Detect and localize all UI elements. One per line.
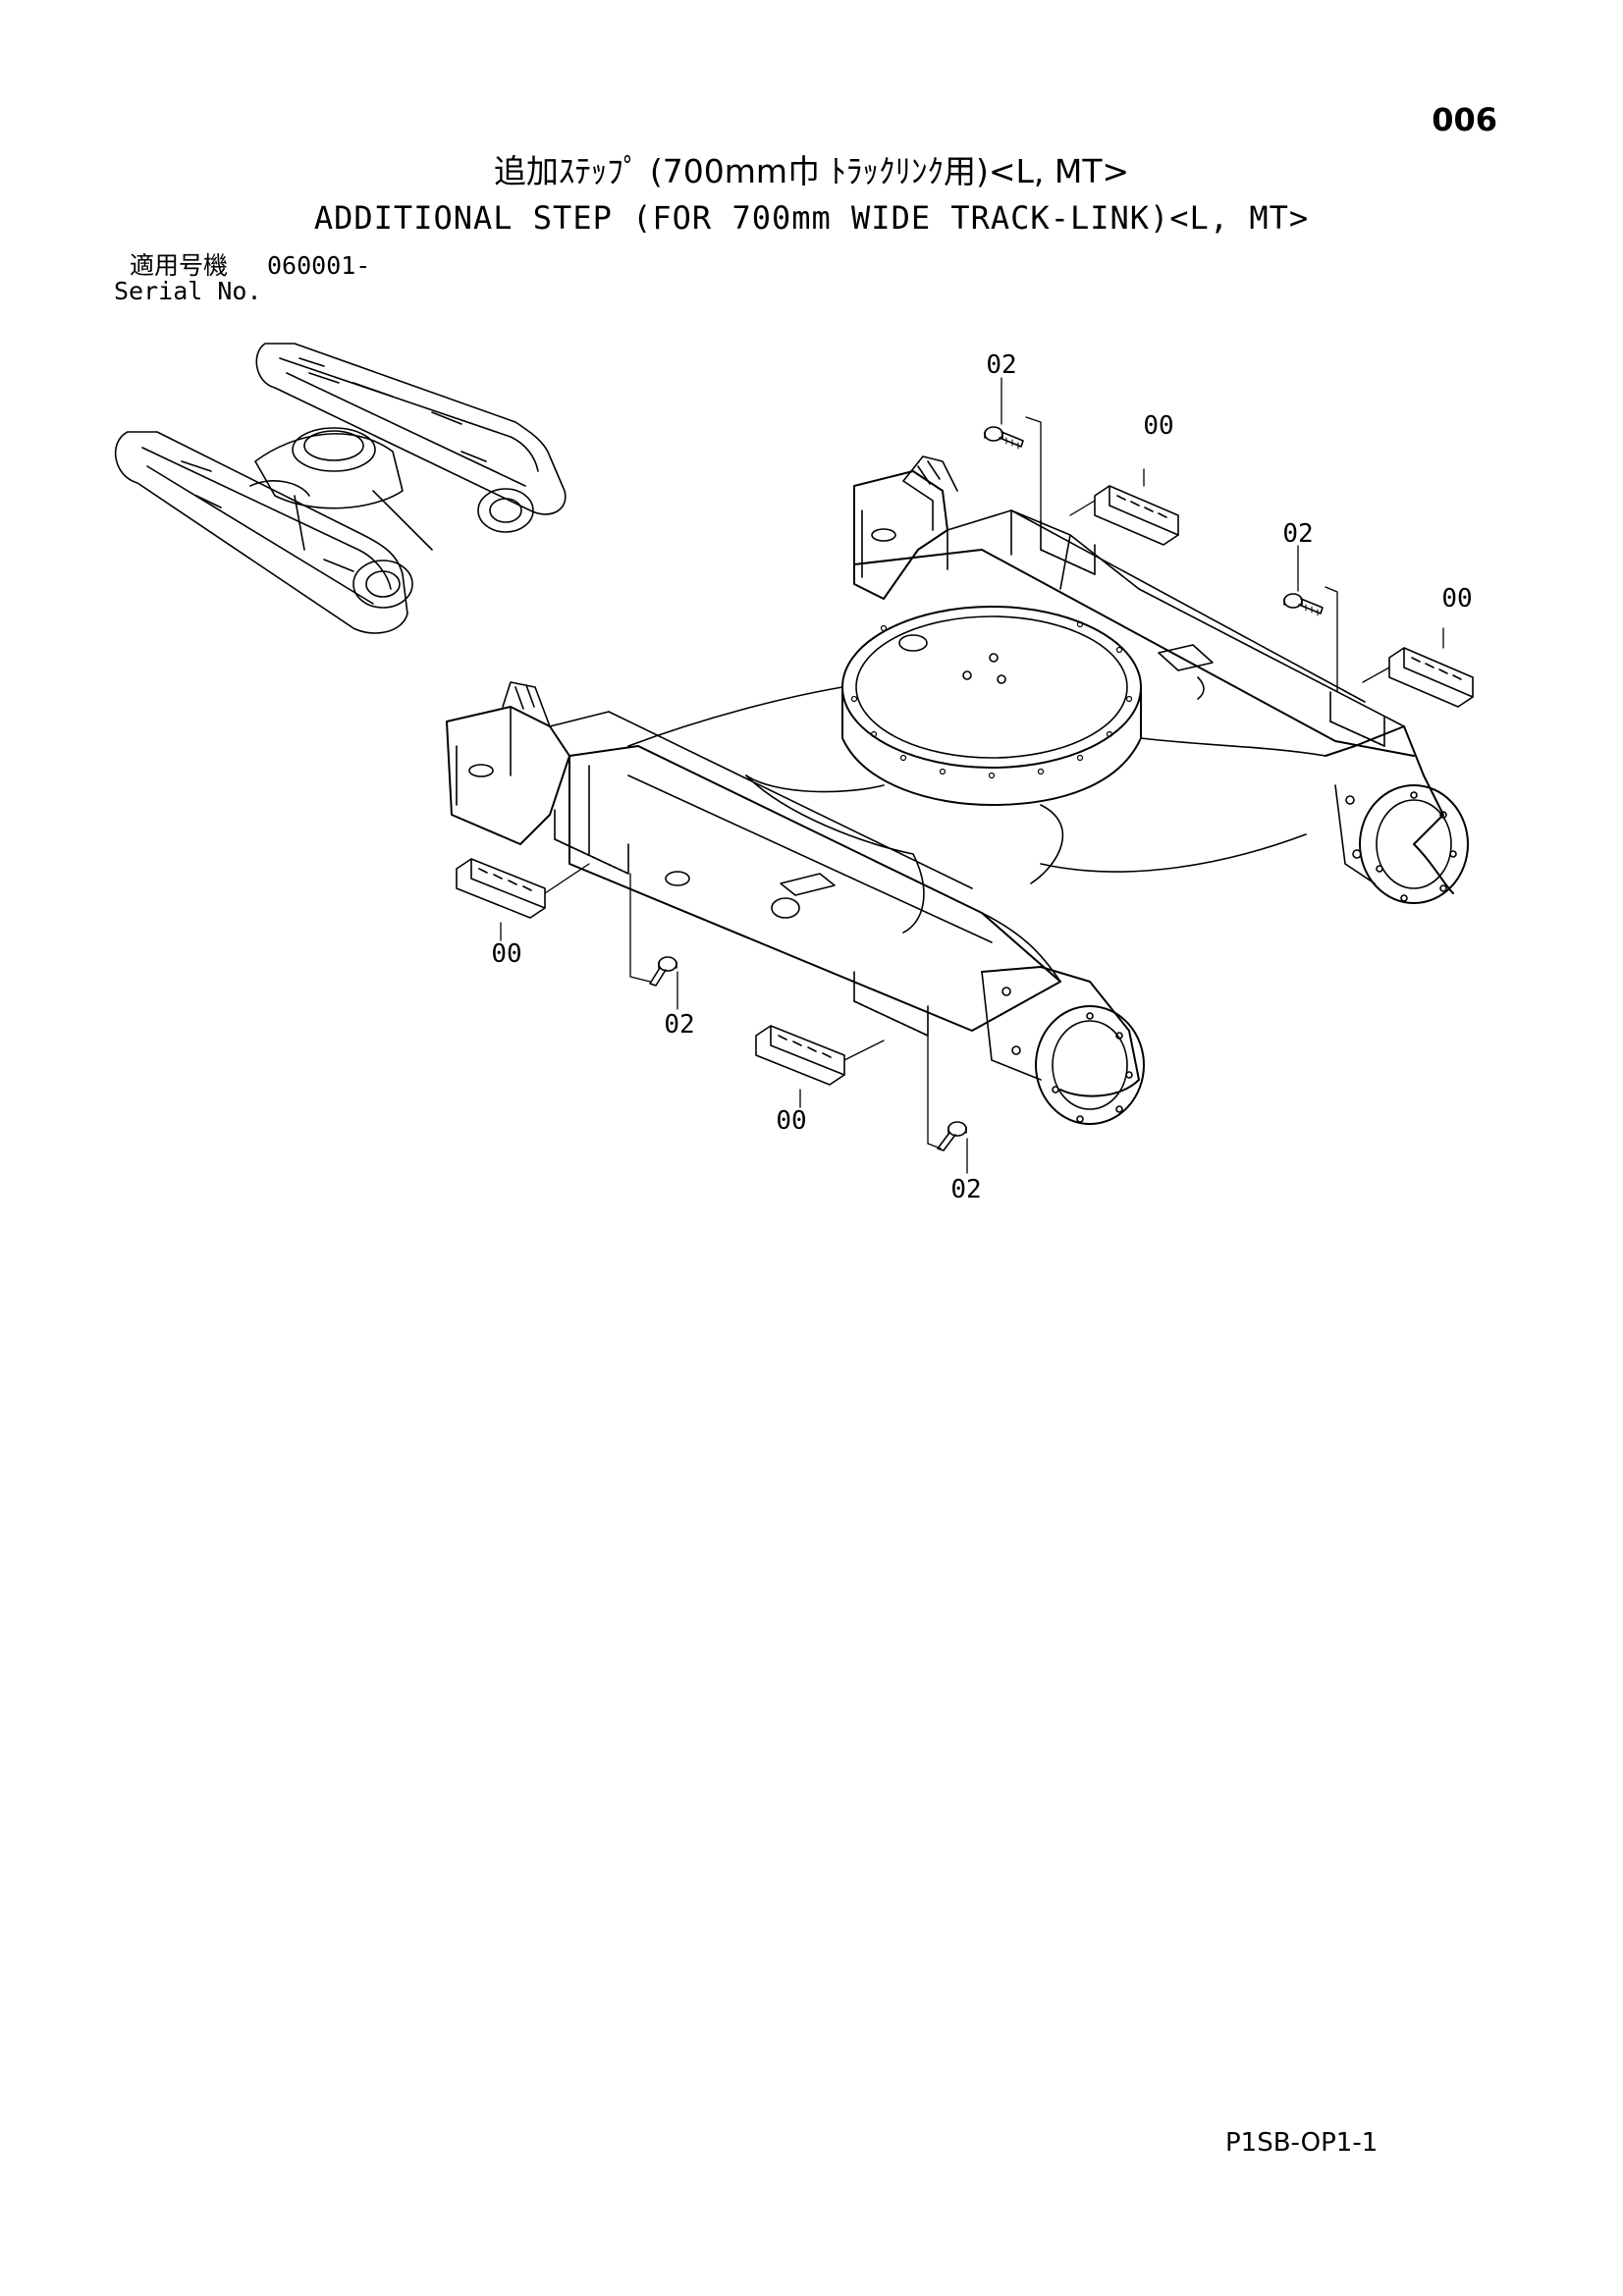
- serial-number-value: 060001-: [267, 251, 371, 280]
- callout-step-b: 00: [1441, 584, 1472, 614]
- bolt-part-a: [984, 426, 1024, 450]
- leader-lines: [500, 377, 1444, 1174]
- callout-bolt-b: 02: [1282, 519, 1313, 549]
- serial-label-english: Serial No.: [114, 277, 262, 305]
- callout-step-a: 00: [1143, 411, 1173, 441]
- document-code: P1SB-OP1-1: [1225, 2128, 1379, 2158]
- bolt-part-b: [1283, 593, 1324, 616]
- bolt-part-c: [649, 956, 677, 987]
- step-part-c: [456, 858, 546, 919]
- callout-step-c: 00: [491, 939, 521, 969]
- main-track-frame-drawing: [446, 455, 1469, 1125]
- callout-step-d: 00: [776, 1106, 806, 1136]
- overview-undercarriage-drawing: [114, 343, 567, 634]
- page-number: 006: [1432, 101, 1497, 138]
- bolt-part-d: [937, 1121, 967, 1151]
- step-part-a: [1094, 485, 1179, 546]
- title-english: ADDITIONAL STEP (FOR 700mm WIDE TRACK-LI…: [313, 199, 1310, 237]
- callout-bolt-c: 02: [664, 1010, 694, 1040]
- callout-bolt-d: 02: [950, 1175, 981, 1204]
- callout-bolt-a: 02: [986, 350, 1016, 380]
- title-japanese: 追加ｽﾃｯﾌﾟ (700mm巾 ﾄﾗｯｸﾘﾝｸ用)<L, MT>: [493, 152, 1130, 190]
- serial-label-japanese: 適用号機: [130, 251, 229, 280]
- step-part-d: [755, 1025, 845, 1086]
- step-part-b: [1388, 647, 1474, 708]
